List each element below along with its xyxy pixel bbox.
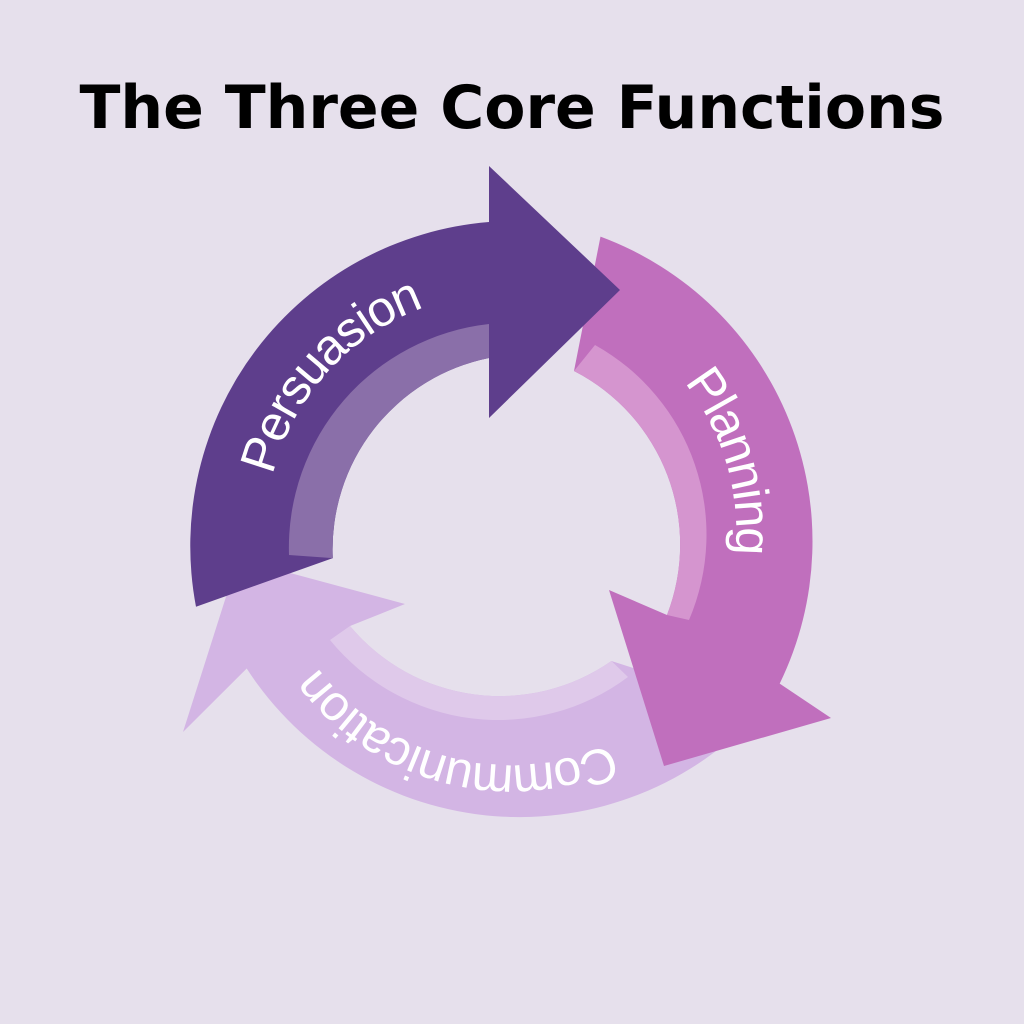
persuasion-arrow xyxy=(190,166,620,607)
communication-arrow-body xyxy=(183,559,762,818)
persuasion-inner-band xyxy=(288,324,489,559)
planning-inner-band xyxy=(574,345,707,620)
diagram-title: The Three Core Functions xyxy=(79,73,945,143)
communication-arrow xyxy=(183,559,762,818)
communication-inner-band xyxy=(330,626,628,721)
planning-arrow xyxy=(574,236,831,767)
